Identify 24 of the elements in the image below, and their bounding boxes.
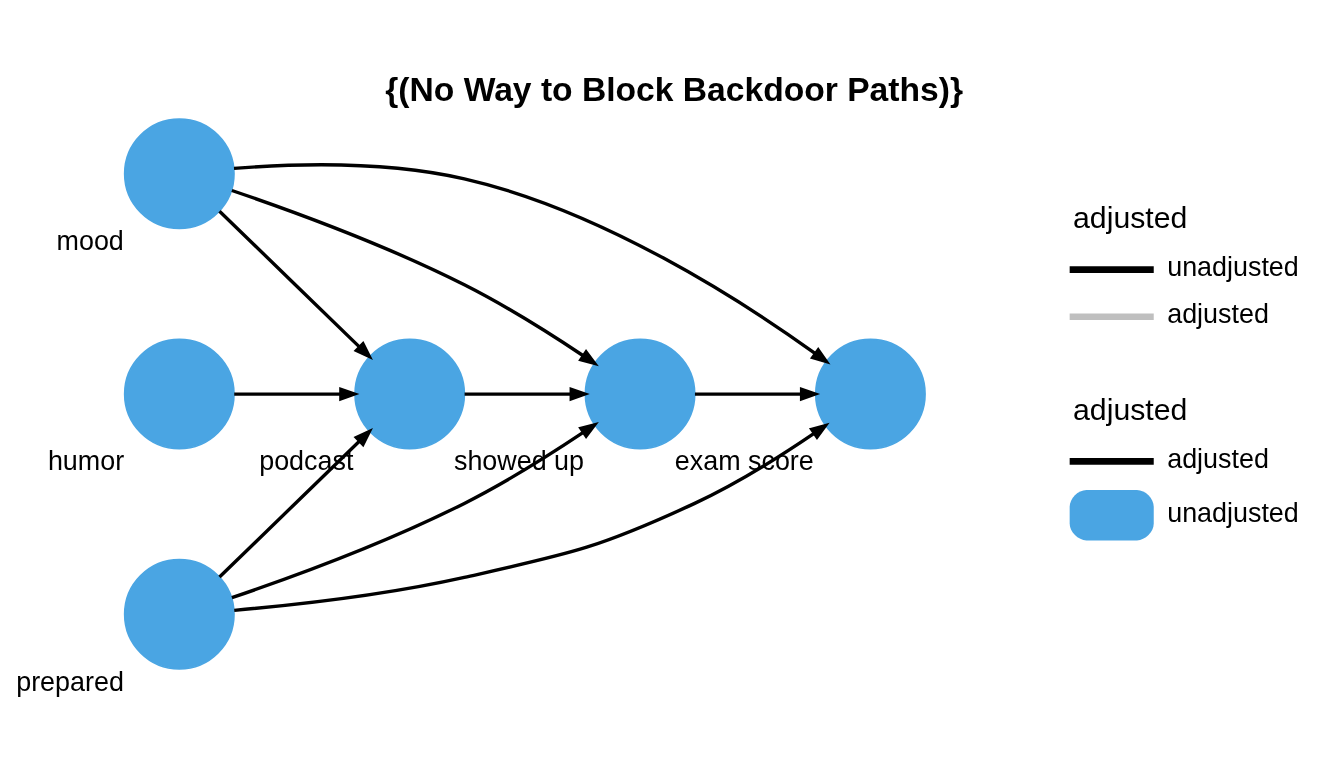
node-circle [123,338,235,450]
node-circle [814,338,926,450]
diagram-title: {(No Way to Block Backdoor Paths)} [385,70,963,108]
legend-label: unadjusted [1167,252,1299,283]
node-label: mood [56,225,124,256]
legend-label: adjusted [1167,299,1269,330]
node-circle [584,338,696,450]
node-label: prepared [16,666,124,697]
node-circle [123,118,235,230]
node-label: humor [47,446,125,477]
arrow [694,387,821,402]
arrow [218,209,373,361]
legend-label: unadjusted [1167,497,1299,528]
arrow [231,421,599,600]
label: adjusted [1073,201,1188,235]
arrow [231,188,599,367]
legend-label: adjusted [1167,443,1269,474]
node-circle [123,558,235,670]
label: adjusted [1073,392,1188,426]
arrow [218,428,373,579]
arrow [234,422,830,612]
arrow [464,387,590,402]
arrow [234,387,360,402]
arrow [233,163,831,365]
